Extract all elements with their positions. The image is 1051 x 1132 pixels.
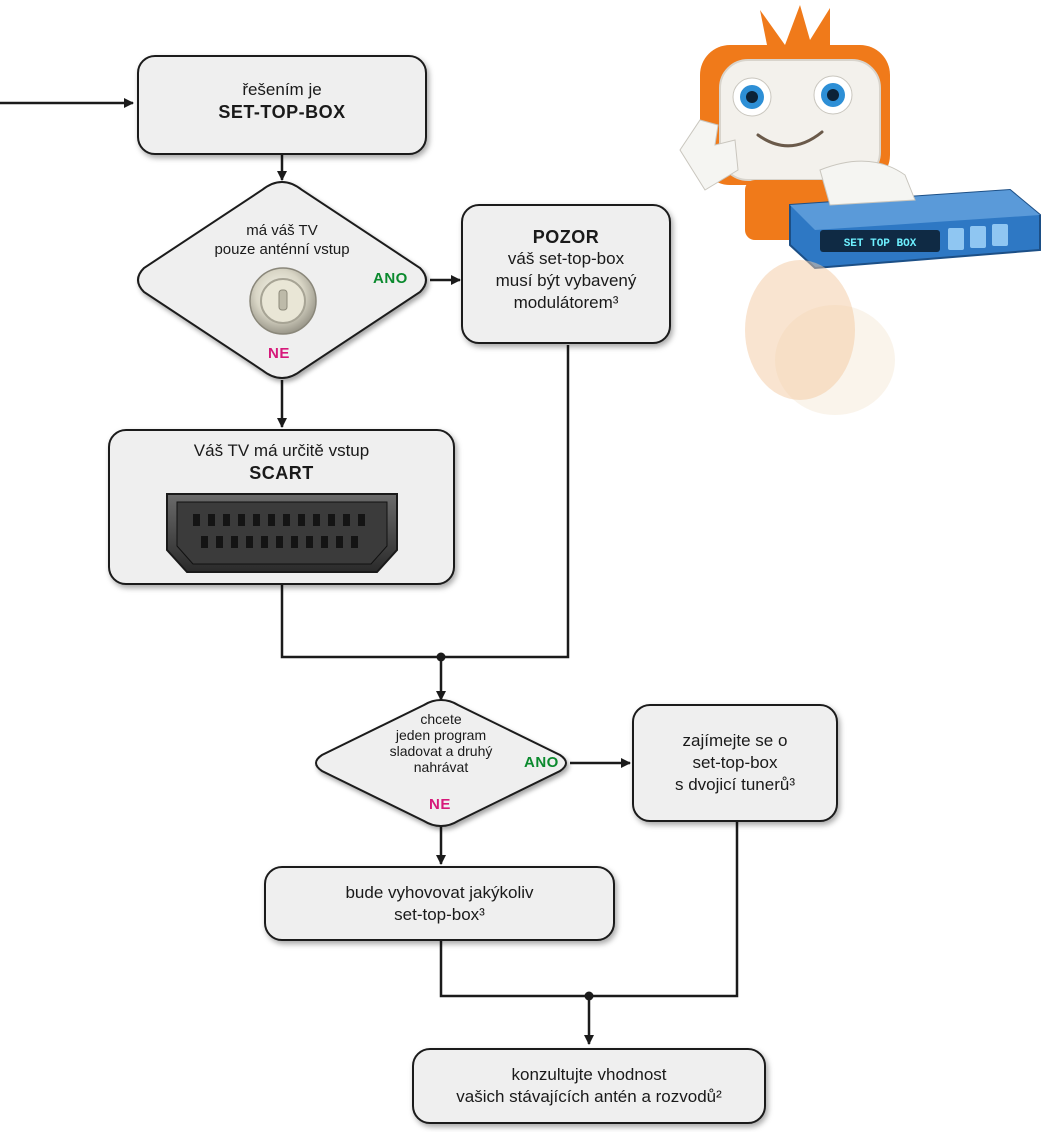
decision-record-line4: nahrávat xyxy=(413,759,469,775)
decision-antenna-line1: má váš TV xyxy=(246,222,318,239)
box-set-top-box-solution: řešením je SET-TOP-BOX xyxy=(137,55,427,155)
decision-record-no-label: NE xyxy=(429,796,451,813)
scart-line1: Váš TV má určitě vstup xyxy=(193,441,370,460)
dual-tuner-line3: s dvojicí tunerů³ xyxy=(675,775,795,794)
dual-tuner-line2: set-top-box xyxy=(692,753,778,772)
solution-line1: řešením je xyxy=(242,80,322,99)
consult-line1: konzultujte vhodnost xyxy=(511,1065,667,1084)
any-box-line1: bude vyhovovat jakýkoliv xyxy=(345,883,534,902)
pozor-line1: váš set-top-box xyxy=(507,249,625,268)
device-screen-text: SET TOP BOX xyxy=(844,238,917,250)
decision-antenna-no-label: NE xyxy=(268,345,290,362)
decision-antenna-yes-label: ANO xyxy=(373,270,408,287)
consult-line2: vašich stávajících antén a rozvodů² xyxy=(456,1087,722,1106)
box-any-set-top-box: bude vyhovovat jakýkoliv set-top-box³ xyxy=(264,866,615,941)
box-pozor-warning: POZOR váš set-top-box musí být vybavený … xyxy=(461,204,671,344)
box-consult-antennas: konzultujte vhodnost vašich stávajících … xyxy=(412,1048,766,1124)
any-box-line2: set-top-box³ xyxy=(394,905,485,924)
antenna-jack-icon xyxy=(249,267,317,335)
dual-tuner-line1: zajímejte se o xyxy=(682,731,788,750)
decision-record-diamond xyxy=(315,698,567,828)
mascot-illustration: SET TOP BOX xyxy=(679,5,1041,415)
solution-line2: SET-TOP-BOX xyxy=(218,102,346,122)
pozor-line3: modulátorem³ xyxy=(513,293,619,312)
pozor-title: POZOR xyxy=(532,227,600,247)
decision-record-yes-label: ANO xyxy=(524,754,559,771)
box-scart: Váš TV má určitě vstup SCART xyxy=(108,429,455,585)
decision-record-line1: chcete xyxy=(420,711,462,727)
pozor-line2: musí být vybavený xyxy=(495,271,637,290)
decision-record-line2: jeden program xyxy=(395,727,487,743)
decision-antenna-text: má váš TV pouze anténní vstup xyxy=(182,221,382,259)
scart-connector-icon xyxy=(165,493,398,573)
scart-line2: SCART xyxy=(249,463,314,483)
decision-record-text: chcete jeden program sladovat a druhý na… xyxy=(371,711,511,775)
box-dual-tuner: zajímejte se o set-top-box s dvojicí tun… xyxy=(632,704,838,822)
decision-record-line3: sladovat a druhý xyxy=(389,743,493,759)
decision-antenna-line2: pouze anténní vstup xyxy=(214,241,350,258)
